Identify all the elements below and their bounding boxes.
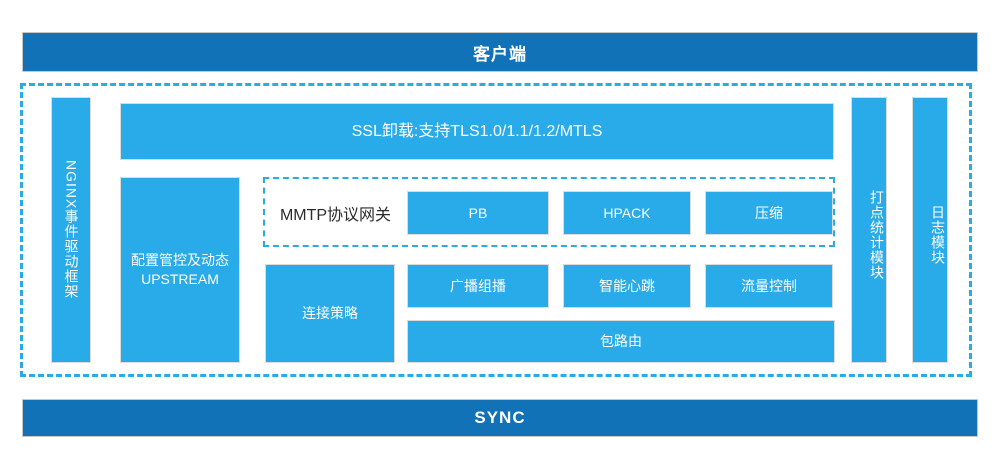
- nginx-event-framework-module: NGINX事件驱动框架: [51, 97, 91, 363]
- ssl-offload-module: SSL卸载:支持TLS1.0/1.1/1.2/MTLS: [120, 103, 834, 160]
- client-header-bar: 客户端: [22, 32, 978, 72]
- tracking-statistics-module: 打点统计模块: [851, 97, 887, 363]
- config-upstream-module: 配置管控及动态UPSTREAM: [120, 177, 240, 363]
- mmtp-item-compression: 压缩: [705, 191, 833, 235]
- gateway-dashed-container: [20, 83, 972, 377]
- logging-module: 日志模块: [912, 97, 948, 363]
- mmtp-item-pb: PB: [407, 191, 549, 235]
- packet-routing-module: 包路由: [407, 320, 835, 363]
- connection-item-flow-control: 流量控制: [705, 264, 833, 308]
- mmtp-gateway-label: MMTP协议网关: [279, 207, 392, 224]
- connection-item-broadcast-multicast: 广播组播: [407, 264, 549, 308]
- connection-policy-module: 连接策略: [265, 264, 395, 363]
- mmtp-item-hpack: HPACK: [563, 191, 691, 235]
- sync-footer-bar: SYNC: [22, 399, 978, 437]
- connection-item-smart-heartbeat: 智能心跳: [563, 264, 691, 308]
